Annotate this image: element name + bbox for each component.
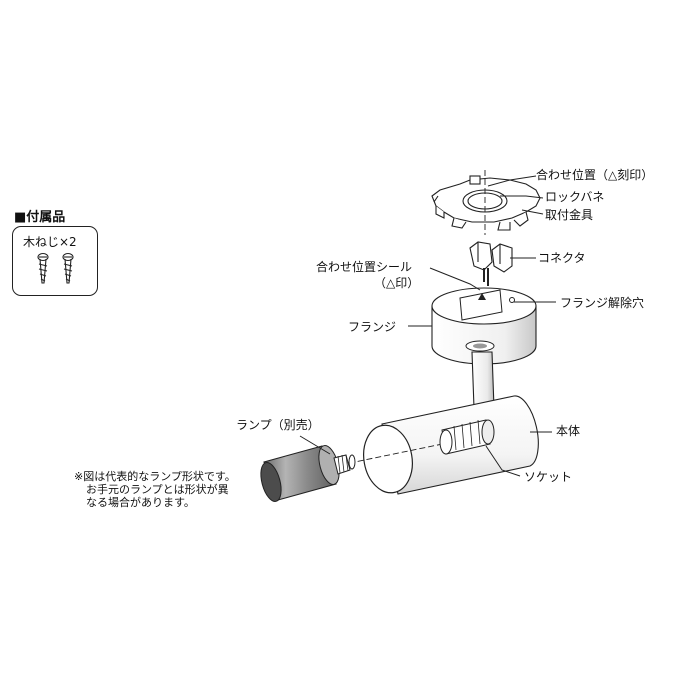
label-socket: ソケット bbox=[524, 470, 573, 484]
note-line-1: ※図は代表的なランプ形状です。 bbox=[74, 470, 236, 483]
label-mounting-bracket: 取付金具 bbox=[545, 208, 594, 222]
socket bbox=[439, 419, 495, 455]
wood-screw-icon bbox=[37, 252, 74, 284]
lamp-shape-note: ※図は代表的なランプ形状です。 お手元のランプとは形状が異 なる場合があります。 bbox=[74, 470, 236, 509]
label-connector: コネクタ bbox=[538, 251, 586, 265]
wood-screw-left bbox=[37, 252, 49, 284]
accessories-title: ■付属品 bbox=[14, 210, 66, 225]
accessories-box: 木ねじ×2 bbox=[12, 226, 98, 296]
arm bbox=[471, 351, 495, 409]
label-alignment-mark: 合わせ位置（△刻印） bbox=[536, 168, 654, 182]
mounting-bracket bbox=[431, 170, 541, 235]
note-line-2: お手元のランプとは形状が異 bbox=[86, 483, 229, 496]
label-flange: フランジ bbox=[348, 320, 397, 334]
flange bbox=[431, 287, 537, 365]
accessories-item: 木ねじ×2 bbox=[23, 235, 77, 249]
lamp bbox=[260, 445, 356, 502]
label-lock-spring: ロックバネ bbox=[545, 190, 605, 204]
connector bbox=[469, 241, 513, 286]
label-alignment-seal: 合わせ位置シール bbox=[316, 260, 413, 274]
label-alignment-seal-mark: （△印） bbox=[374, 276, 420, 290]
wood-screw-right bbox=[62, 252, 74, 284]
body-cylinder bbox=[339, 395, 539, 495]
note-line-3: なる場合があります。 bbox=[86, 496, 195, 509]
leader-lines bbox=[299, 175, 556, 477]
label-flange-release-hole: フランジ解除穴 bbox=[560, 296, 645, 310]
label-body: 本体 bbox=[556, 424, 581, 438]
label-lamp: ランプ（別売） bbox=[236, 418, 320, 432]
